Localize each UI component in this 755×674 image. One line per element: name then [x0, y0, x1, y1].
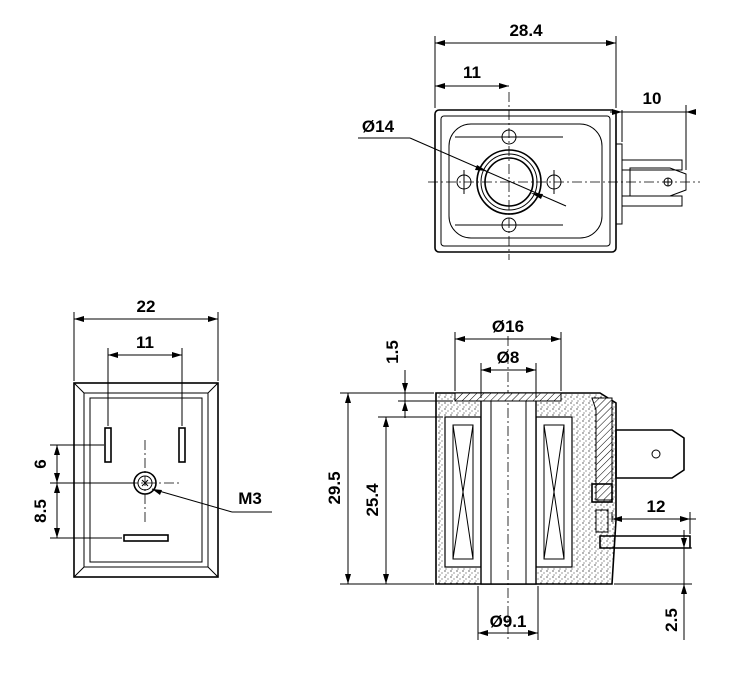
dim-section-top-step: 1.5 [383, 340, 402, 364]
side-view-body [73, 382, 219, 578]
center-tube [480, 399, 537, 585]
section-view: Ø16 Ø8 Ø9.1 1.5 29.5 25.4 [325, 317, 696, 640]
dim-section-flange-diameter: Ø16 [492, 317, 524, 336]
dim-side-pin-offset-lower: 8.5 [31, 499, 50, 523]
pin-left [104, 427, 112, 463]
dim-side-screw: M3 [238, 489, 262, 508]
spade-terminal [629, 167, 687, 197]
pin-ground [123, 534, 169, 542]
dim-section-bottom-diameter: Ø9.1 [490, 612, 527, 631]
dim-side-pin-offset-upper: 6 [31, 459, 50, 468]
dim-side-width: 22 [137, 297, 156, 316]
dim-section-terminal-offset: 2.5 [662, 608, 681, 632]
coil-right [535, 416, 573, 568]
dim-section-height-inner: 25.4 [363, 483, 382, 517]
top-view: 28.4 11 10 Ø14 [358, 21, 700, 260]
dim-section-terminal-length: 12 [647, 497, 666, 516]
dim-top-width-to-center: 11 [463, 63, 481, 82]
terminal-block [615, 143, 623, 225]
dim-side-pin-spacing: 11 [136, 333, 154, 352]
dim-top-width-overall: 28.4 [509, 21, 543, 40]
pin-right [178, 427, 186, 463]
dim-section-height-overall: 29.5 [325, 471, 344, 504]
top-view-body [434, 109, 617, 253]
dim-top-bore-diameter: Ø14 [362, 117, 395, 136]
dim-top-terminal-length: 10 [643, 89, 662, 108]
section-spade-terminal [615, 429, 685, 479]
dim-section-tube-diameter: Ø8 [497, 348, 520, 367]
side-view: 22 11 6 8.5 M3 [31, 297, 272, 578]
